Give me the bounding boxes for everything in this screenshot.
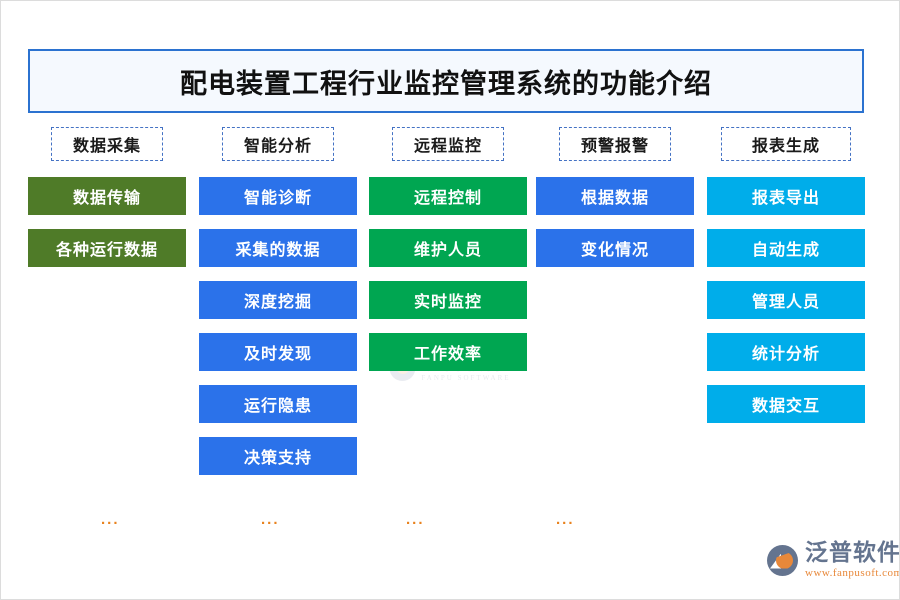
item-label: 统计分析 bbox=[751, 346, 820, 363]
ellipsis-intelligent-analysis: ... bbox=[261, 511, 280, 529]
column-header-early-warning-alarm[interactable]: 预警报警 bbox=[559, 127, 671, 161]
column-items-data-collection: 数据传输 各种运行数据 bbox=[28, 177, 186, 267]
brand-website-url: www.fanpusoft.com bbox=[805, 567, 900, 579]
column-data-collection: 数据采集 数据传输 各种运行数据 bbox=[28, 127, 186, 281]
column-header-intelligent-analysis[interactable]: 智能分析 bbox=[222, 127, 334, 161]
page-title: 配电装置工程行业监控管理系统的功能介绍 bbox=[180, 68, 712, 99]
item-box[interactable]: 报表导出 bbox=[707, 177, 865, 215]
brand-logo: 泛普软件 www.fanpusoft.com bbox=[767, 540, 900, 579]
column-header-label: 数据采集 bbox=[72, 138, 141, 155]
ellipsis-label: ... bbox=[101, 511, 120, 528]
ellipsis-label: ... bbox=[406, 511, 425, 528]
column-header-report-generation[interactable]: 报表生成 bbox=[721, 127, 851, 161]
item-box[interactable]: 统计分析 bbox=[707, 333, 865, 371]
item-box[interactable]: 维护人员 bbox=[369, 229, 527, 267]
column-header-remote-monitoring[interactable]: 远程监控 bbox=[392, 127, 504, 161]
item-label: 维护人员 bbox=[413, 242, 482, 259]
column-report-generation: 报表生成 报表导出 自动生成 管理人员 统计分析 数据交互 bbox=[707, 127, 865, 437]
item-box[interactable]: 管理人员 bbox=[707, 281, 865, 319]
item-box[interactable]: 深度挖掘 bbox=[199, 281, 357, 319]
item-box[interactable]: 实时监控 bbox=[369, 281, 527, 319]
item-label: 根据数据 bbox=[580, 190, 649, 207]
item-box[interactable]: 根据数据 bbox=[536, 177, 694, 215]
diagram-title-box: 配电装置工程行业监控管理系统的功能介绍 bbox=[28, 49, 864, 113]
column-items-remote-monitoring: 远程控制 维护人员 实时监控 工作效率 bbox=[369, 177, 527, 371]
column-early-warning-alarm: 预警报警 根据数据 变化情况 bbox=[536, 127, 694, 281]
ellipsis-label: ... bbox=[261, 511, 280, 528]
item-box[interactable]: 运行隐患 bbox=[199, 385, 357, 423]
item-label: 远程控制 bbox=[413, 190, 482, 207]
item-box[interactable]: 数据交互 bbox=[707, 385, 865, 423]
ellipsis-data-collection: ... bbox=[101, 511, 120, 529]
item-label: 报表导出 bbox=[751, 190, 820, 207]
column-header-label: 智能分析 bbox=[243, 138, 312, 155]
item-label: 采集的数据 bbox=[235, 242, 321, 259]
column-items-early-warning-alarm: 根据数据 变化情况 bbox=[536, 177, 694, 267]
item-box[interactable]: 各种运行数据 bbox=[28, 229, 186, 267]
item-label: 数据传输 bbox=[72, 190, 141, 207]
column-header-label: 远程监控 bbox=[413, 138, 482, 155]
fanpu-logo-icon bbox=[767, 544, 798, 576]
item-label: 工作效率 bbox=[413, 346, 482, 363]
item-box[interactable]: 数据传输 bbox=[28, 177, 186, 215]
item-box[interactable]: 及时发现 bbox=[199, 333, 357, 371]
ellipsis-remote-monitoring: ... bbox=[406, 511, 425, 529]
column-header-label: 预警报警 bbox=[580, 138, 649, 155]
item-label: 数据交互 bbox=[751, 398, 820, 415]
brand-name-cn: 泛普软件 bbox=[805, 540, 900, 565]
item-box[interactable]: 采集的数据 bbox=[199, 229, 357, 267]
item-box[interactable]: 工作效率 bbox=[369, 333, 527, 371]
item-box[interactable]: 智能诊断 bbox=[199, 177, 357, 215]
ellipsis-label: ... bbox=[556, 511, 575, 528]
item-box[interactable]: 自动生成 bbox=[707, 229, 865, 267]
item-label: 决策支持 bbox=[243, 450, 312, 467]
item-label: 智能诊断 bbox=[243, 190, 312, 207]
item-label: 管理人员 bbox=[751, 294, 820, 311]
item-label: 深度挖掘 bbox=[243, 294, 312, 311]
item-label: 变化情况 bbox=[580, 242, 649, 259]
item-label: 自动生成 bbox=[751, 242, 820, 259]
item-label: 及时发现 bbox=[243, 346, 312, 363]
item-box[interactable]: 决策支持 bbox=[199, 437, 357, 475]
column-header-label: 报表生成 bbox=[751, 138, 820, 155]
item-label: 运行隐患 bbox=[243, 398, 312, 415]
column-items-report-generation: 报表导出 自动生成 管理人员 统计分析 数据交互 bbox=[707, 177, 865, 423]
item-box[interactable]: 远程控制 bbox=[369, 177, 527, 215]
item-box[interactable]: 变化情况 bbox=[536, 229, 694, 267]
column-items-intelligent-analysis: 智能诊断 采集的数据 深度挖掘 及时发现 运行隐患 决策支持 bbox=[199, 177, 357, 475]
brand-text: 泛普软件 www.fanpusoft.com bbox=[805, 540, 900, 579]
item-label: 实时监控 bbox=[413, 294, 482, 311]
item-label: 各种运行数据 bbox=[55, 242, 158, 259]
column-remote-monitoring: 远程监控 远程控制 维护人员 实时监控 工作效率 bbox=[369, 127, 527, 385]
ellipsis-early-warning-alarm: ... bbox=[556, 511, 575, 529]
column-intelligent-analysis: 智能分析 智能诊断 采集的数据 深度挖掘 及时发现 运行隐患 bbox=[199, 127, 357, 489]
column-header-data-collection[interactable]: 数据采集 bbox=[51, 127, 163, 161]
